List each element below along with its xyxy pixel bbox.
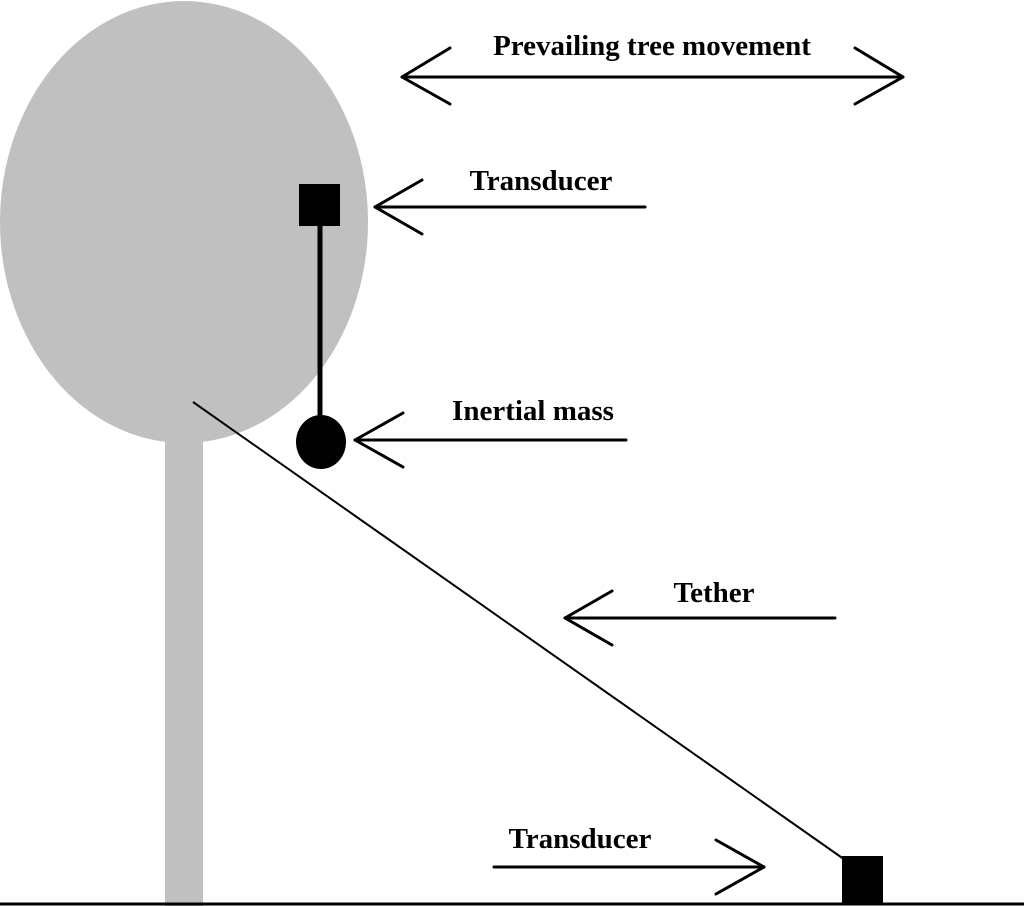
transducer-bottom-arrow — [492, 838, 766, 896]
tree — [0, 1, 368, 906]
inertial-mass-arrow — [353, 411, 628, 469]
movement-double-arrow — [400, 46, 905, 106]
tether-arrow — [563, 589, 837, 647]
transducer-bottom-box — [842, 856, 883, 904]
tree-trunk — [165, 400, 203, 906]
tether-line — [192, 401, 849, 863]
tree-crown — [0, 1, 368, 443]
transducer-top-label: Transducer — [470, 165, 613, 197]
tether-label: Tether — [673, 577, 754, 609]
transducer-top-arrow — [373, 178, 647, 236]
inertial-mass-ball — [296, 415, 346, 469]
inertial-mass-label: Inertial mass — [452, 395, 614, 427]
transducer-top-box — [299, 184, 340, 226]
transducer-bottom-label: Transducer — [509, 823, 652, 855]
movement-label: Prevailing tree movement — [493, 30, 811, 62]
